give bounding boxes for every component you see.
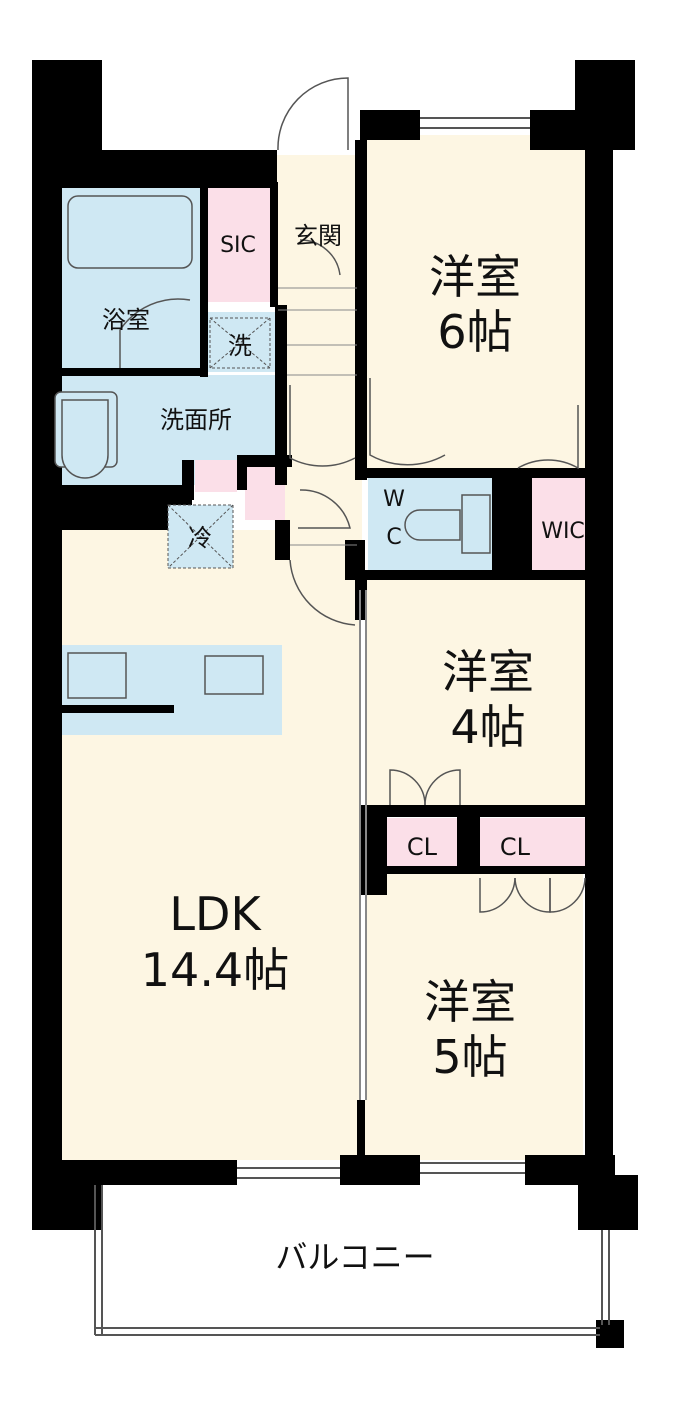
laundry-label: 洗 xyxy=(228,332,252,360)
bedroom-5-area xyxy=(365,868,583,1160)
cl-right-label: CL xyxy=(500,833,531,861)
wc-label-c: C xyxy=(386,525,401,550)
doors xyxy=(119,77,586,913)
bedroom-5-title: 洋室 xyxy=(424,975,516,1029)
cl-left-label: CL xyxy=(407,833,438,861)
wic-label: WIC xyxy=(541,519,585,544)
bathtub-icon xyxy=(67,195,193,269)
laundry-area xyxy=(205,312,275,372)
bedroom-5-size: 5帖 xyxy=(432,1030,507,1084)
storage-small-2 xyxy=(195,460,237,492)
cl-right-area xyxy=(480,818,585,868)
sic-label: SIC xyxy=(220,233,256,258)
sic-area xyxy=(205,182,270,302)
washroom-label: 洗面所 xyxy=(160,406,232,434)
ldk-title: LDK xyxy=(169,887,262,941)
cl-left-area xyxy=(387,818,457,868)
wc-label-w: W xyxy=(383,487,405,512)
toilet-icon xyxy=(404,494,491,554)
windows xyxy=(237,117,530,1179)
ldk-size: 14.4帖 xyxy=(141,943,289,997)
ldk-area xyxy=(62,530,360,1160)
sink-icon xyxy=(54,391,118,479)
bedroom-6-area xyxy=(365,135,585,470)
stove-icon xyxy=(67,652,264,699)
entrance-label: 玄関 xyxy=(294,222,342,250)
wic-area xyxy=(532,478,594,570)
bedroom-4-size: 4帖 xyxy=(450,700,525,754)
bath-label: 浴室 xyxy=(102,306,150,334)
bedroom-4-title: 洋室 xyxy=(442,645,534,699)
hall-lines xyxy=(278,287,357,546)
fridge-label: 冷 xyxy=(188,524,212,552)
bedroom-6-title: 洋室 xyxy=(429,250,521,304)
bedroom-4-area xyxy=(365,578,597,806)
bedroom-6-size: 6帖 xyxy=(437,305,512,359)
sliding-partition xyxy=(359,590,367,1100)
balcony-rail xyxy=(94,1185,610,1336)
fridge-icon xyxy=(167,504,234,569)
washer-icon xyxy=(209,317,271,369)
balcony-label: バルコニー xyxy=(275,1238,434,1276)
